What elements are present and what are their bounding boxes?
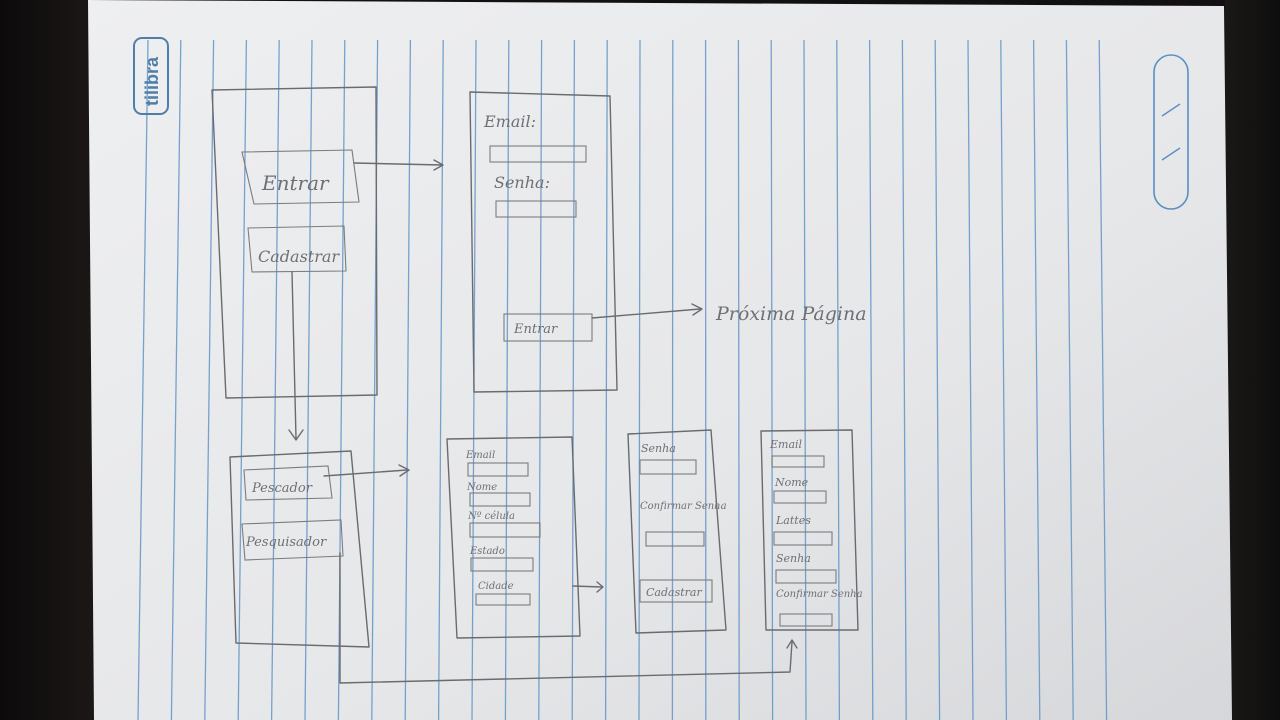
- rule-line: [638, 39, 641, 720]
- fisherman-button[interactable]: Pescador: [251, 481, 313, 496]
- fisherman-card-field[interactable]: [469, 522, 541, 538]
- researcher-password-label: Senha: [776, 552, 811, 565]
- home-enter-button[interactable]: Entrar: [261, 171, 330, 195]
- researcher-confirm-label: Confirmar Senha: [776, 589, 863, 600]
- ruled-lines: [137, 39, 1108, 720]
- sketch-login-screen: Email: Senha: Entrar Próxima Página: [469, 91, 867, 393]
- rule-line: [803, 39, 807, 720]
- rule-line: [571, 39, 576, 720]
- rule-line: [1032, 39, 1041, 720]
- rule-line: [770, 39, 774, 720]
- rule-line: [967, 39, 974, 720]
- corner-tab: [1153, 54, 1189, 210]
- arrow-home-to-profile-choice: [288, 271, 304, 441]
- researcher-password-field[interactable]: [775, 569, 837, 584]
- rule-line: [204, 39, 215, 720]
- fisherman-city-label: Cidade: [478, 581, 514, 592]
- password-form-password-field[interactable]: [639, 459, 697, 475]
- login-email-field[interactable]: [489, 145, 587, 163]
- arrow-home-to-login: [353, 159, 444, 171]
- home-register-button[interactable]: Cadastrar: [258, 247, 340, 266]
- login-password-label: Senha:: [494, 173, 550, 192]
- arrow-fisherman-to-form: [323, 464, 410, 477]
- rule-line: [404, 39, 412, 720]
- researcher-email-field[interactable]: [771, 455, 825, 468]
- desk-right-edge: [1225, 0, 1280, 720]
- password-form-register-button[interactable]: [639, 579, 713, 603]
- rule-line: [1098, 39, 1108, 720]
- paper-sheet: [88, 0, 1232, 720]
- rule-line: [737, 39, 740, 720]
- rule-line: [1000, 39, 1008, 720]
- login-password-field[interactable]: [495, 200, 577, 218]
- researcher-button[interactable]: Pesquisador: [245, 535, 327, 550]
- fisherman-email-label: Email: [465, 450, 495, 461]
- login-enter-label: Entrar: [513, 322, 558, 337]
- rule-line: [538, 39, 543, 720]
- rule-line: [270, 39, 280, 720]
- arrow-researcher-to-form: [339, 552, 798, 684]
- fisherman-email-field[interactable]: [467, 462, 529, 477]
- fisherman-card-label: Nº célula: [467, 511, 515, 522]
- password-form-password-label: Senha: [641, 442, 676, 455]
- researcher-name-field[interactable]: [773, 490, 827, 504]
- password-form-confirm-field[interactable]: [645, 531, 705, 547]
- password-form-confirm-label: Confirmar Senha: [640, 501, 727, 512]
- rule-line: [934, 39, 941, 720]
- rule-line: [901, 39, 907, 720]
- researcher-name-label: Nome: [774, 476, 809, 489]
- fisherman-state-label: Estado: [469, 546, 505, 557]
- researcher-email-label: Email: [769, 438, 803, 451]
- login-email-label: Email:: [483, 112, 536, 131]
- password-form-register-label: Cadastrar: [646, 586, 702, 599]
- rule-line: [868, 39, 874, 720]
- fisherman-city-field[interactable]: [475, 593, 531, 606]
- rule-line: [1065, 39, 1074, 720]
- login-enter-button[interactable]: [503, 313, 593, 342]
- rule-line: [137, 39, 149, 720]
- rule-line: [836, 39, 841, 720]
- sketch-password-form: Senha Confirmar Senha Cadastrar: [627, 429, 727, 634]
- sketch-profile-choice-screen: Pescador Pesquisador: [229, 450, 370, 648]
- rule-line: [504, 39, 510, 720]
- rule-line: [437, 39, 444, 720]
- fisherman-name-label: Nome: [466, 482, 497, 493]
- flow-arrows: [288, 159, 798, 684]
- sketch-researcher-form: Email Nome Lattes Senha Confirmar Senha: [760, 429, 863, 631]
- researcher-lattes-field[interactable]: [773, 531, 833, 546]
- fisherman-state-field[interactable]: [470, 557, 534, 572]
- rule-line: [304, 39, 313, 720]
- rule-line: [170, 39, 182, 720]
- desk-left-edge: [0, 0, 100, 720]
- rule-line: [237, 39, 248, 720]
- rule-line: [604, 39, 608, 720]
- notebook-brand-logo: tilibra: [133, 37, 169, 115]
- researcher-confirm-field[interactable]: [779, 613, 833, 627]
- sketch-home-screen: Entrar Cadastrar: [211, 86, 378, 399]
- fisherman-name-field[interactable]: [469, 492, 531, 507]
- next-page-note: Próxima Página: [715, 303, 867, 325]
- arrow-login-to-next-page: [591, 303, 703, 319]
- brand-text: tilibra: [142, 56, 162, 106]
- researcher-lattes-label: Lattes: [775, 514, 811, 527]
- arrow-form-to-password: [572, 581, 604, 593]
- sketch-fisherman-form: Email Nome Nº célula Estado Cidade: [446, 436, 581, 639]
